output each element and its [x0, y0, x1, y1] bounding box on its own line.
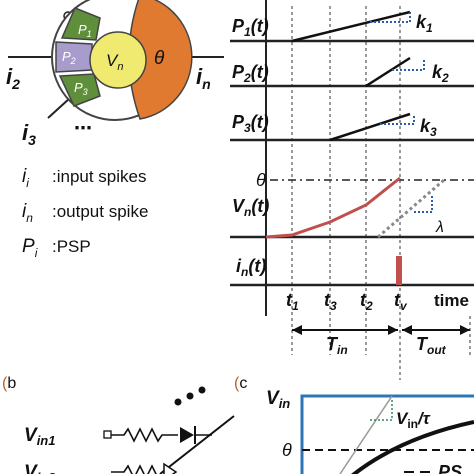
slope-label-c: Vin/τ [396, 409, 431, 431]
legend-symbol: ii [22, 166, 29, 190]
input-label-vin1: Vin1 [24, 425, 55, 448]
more-inputs: ⋯ [74, 118, 92, 138]
legend-row-output: in :output spike [22, 201, 148, 225]
slope-marker-2 [392, 58, 425, 71]
tout-arrow-right-head [460, 325, 470, 335]
diode-1 [180, 427, 194, 443]
tick-label-t2: t2 [360, 290, 373, 313]
output-bus [159, 415, 235, 474]
membrane-trace [265, 176, 401, 239]
slope-label-2: k2 [432, 62, 449, 85]
output-label: in [196, 64, 211, 92]
tangent-line [339, 395, 393, 474]
tin-label: Tin [326, 334, 348, 357]
input-label-2: i2 [6, 64, 20, 92]
charging-curve [351, 420, 474, 474]
threshold-label: θ [154, 48, 165, 69]
tick-label-t1: t1 [286, 290, 299, 313]
time-axis-label: time [434, 291, 469, 310]
decay-trace [377, 178, 445, 239]
slope-marker-1 [370, 12, 411, 23]
legend-symbol: Pi [22, 236, 38, 260]
input-label-vin2: Vin2 [24, 462, 56, 474]
slope-label-1: k1 [416, 12, 433, 35]
psp-ramp-1 [291, 10, 411, 43]
psp-label-2: P2 [62, 49, 76, 66]
legend-row-input: ii :input spikes [22, 166, 147, 190]
slope-label-3: k3 [420, 116, 437, 139]
legend-symbol: in [22, 201, 33, 225]
panel-b: (b Vin1 Vin2 [2, 375, 235, 474]
psp-label-3: P3 [74, 80, 88, 97]
legend-text: :input spikes [52, 167, 147, 186]
dot-3 [198, 386, 206, 394]
membrane-core [89, 31, 147, 89]
psp-segment-1 [60, 7, 101, 41]
tout-arrow-left-head [402, 325, 412, 335]
lambda-marker [414, 196, 433, 213]
panel-c-label: (c [234, 375, 247, 392]
vin-axis-label: Vin [266, 388, 290, 411]
psp-ramp-2 [365, 56, 411, 88]
psp-ramp-3 [329, 112, 411, 142]
tick-label-tv: tv [394, 290, 408, 313]
dot-1 [174, 398, 182, 406]
panel-b-label: (b [2, 375, 16, 392]
input-line-3 [47, 97, 71, 119]
input-label-3: i3 [22, 120, 36, 148]
legend-text: :PSP [52, 237, 91, 256]
diode-2 [163, 462, 178, 474]
neuron-diagram: P1 P2 P3 Vn θ i2 i3 ⋯ in [6, 0, 224, 148]
slope-triangle [370, 398, 393, 421]
psp-label-1: P1 [78, 22, 92, 39]
tin-arrow-right-head [388, 325, 398, 335]
vin-frame [300, 394, 474, 474]
threshold-label-c: θ [282, 440, 292, 460]
psp-segment-3 [58, 73, 101, 107]
input-port-1 [103, 430, 112, 439]
tick-label-t3: t3 [324, 290, 337, 313]
row-label-p2: P2(t) [232, 62, 269, 85]
row-label-p3: P3(t) [232, 112, 269, 135]
tin-arrow-left-head [292, 325, 302, 335]
row-label-out: in(t) [236, 256, 266, 279]
row-label-p1: P1(t) [232, 16, 269, 39]
slope-marker-3 [380, 114, 415, 125]
membrane-label: Vn [106, 51, 123, 73]
resistor-1 [111, 427, 178, 443]
timing-diagram: λ P1(t) P2(t) P3(t) Vn(t) θ in(t) k1 k2 … [230, 0, 474, 380]
tout-label: Tout [416, 334, 447, 357]
row-label-threshold: θ [256, 170, 266, 190]
dot-2 [186, 392, 194, 400]
ps-label: PS [438, 462, 462, 474]
resistor-2 [111, 464, 157, 474]
legend-text: :output spike [52, 202, 149, 221]
legend-row-psp: Pi :PSP [22, 236, 91, 260]
panel-c: (c Vin θ Vin/τ PS [234, 375, 474, 474]
output-spike [396, 256, 402, 285]
lambda-label: λ [435, 219, 444, 236]
row-label-vn: Vn(t) [232, 196, 269, 219]
